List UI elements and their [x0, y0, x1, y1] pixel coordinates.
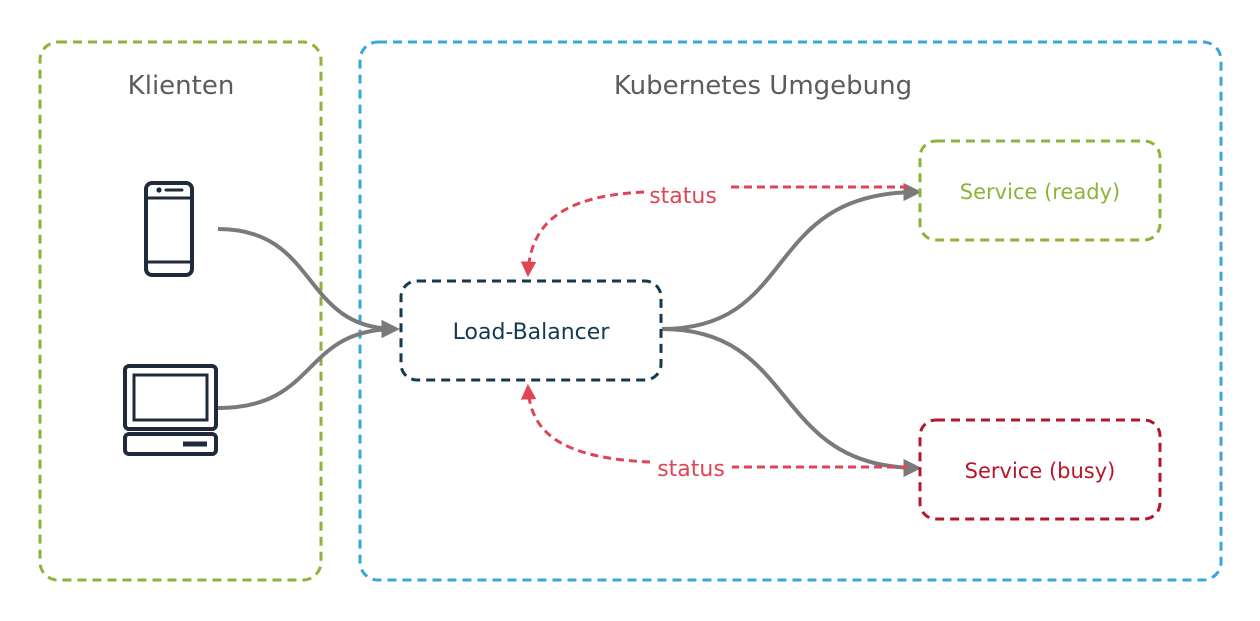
- computer-to-load-balancer-arrow: [217, 319, 400, 410]
- clients-panel: Klienten: [38, 40, 323, 582]
- load-balancer-label: Load-Balancer: [453, 320, 611, 345]
- service-busy-label: Service (busy): [965, 459, 1116, 483]
- clients-panel-border: [38, 40, 323, 582]
- kubernetes-panel-title: Kubernetes Umgebung: [614, 71, 912, 101]
- status-label-busy: status: [657, 457, 725, 482]
- service-ready-label: Service (ready): [960, 180, 1120, 204]
- desktop-computer-icon: [123, 364, 218, 456]
- status-label-ready: status: [649, 184, 717, 209]
- load-balancer-to-service-ready-arrow: [661, 182, 922, 331]
- kubernetes-panel: Kubernetes Umgebung: [358, 40, 1223, 582]
- load-balancer-node: Load-Balancer: [399, 279, 663, 382]
- phone-to-load-balancer-arrow: [217, 227, 400, 339]
- smartphone-icon: [144, 181, 194, 277]
- status-link-ready: status: [520, 184, 908, 278]
- status-link-busy: status: [520, 383, 908, 482]
- kubernetes-panel-border: [358, 40, 1223, 582]
- service-busy-node: Service (busy): [918, 418, 1162, 521]
- service-ready-node: Service (ready): [918, 139, 1162, 242]
- load-balancer-to-service-busy-arrow: [661, 327, 922, 478]
- clients-panel-title: Klienten: [128, 71, 235, 101]
